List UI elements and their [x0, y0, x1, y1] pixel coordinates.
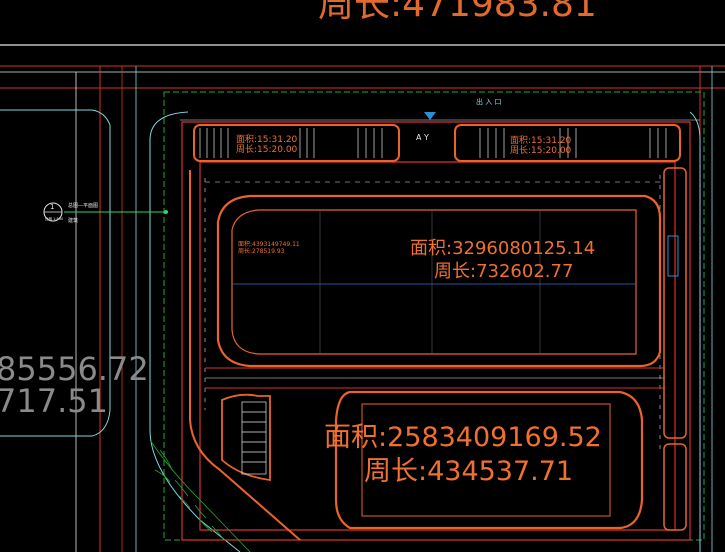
top-band: 周长:471983.81	[0, 0, 725, 46]
building-a-perimeter: 周长:732602.77	[434, 261, 573, 282]
marker-note: 建筑	[68, 217, 78, 224]
right-parking-strip[interactable]	[663, 167, 687, 531]
left-values: 85556.72 717.51	[0, 350, 149, 420]
building-b-perimeter: 周长:434537.71	[364, 456, 573, 487]
park-right-area: 面积:15:31.20	[510, 134, 572, 146]
top-perimeter-label: 周长:471983.81	[318, 0, 597, 25]
small-perimeter: 周长:278519.93	[238, 247, 285, 255]
marker-text: 总图—平面图	[68, 202, 98, 209]
building-b-area: 面积:2583409169.52	[324, 422, 602, 453]
small-area: 面积:4393149749.11	[238, 240, 300, 248]
left-value-2: 717.51	[0, 382, 108, 420]
park-left-area: 面积:15:31.20	[236, 133, 298, 145]
park-left-perimeter: 周长:15:20.00	[236, 143, 298, 155]
left-small-building[interactable]	[221, 393, 271, 482]
parking-right[interactable]: 面积:15:31.20 周长:15:20.00	[454, 124, 681, 162]
building-a[interactable]: 面积:3296080125.14 周长:732602.77 面积:4393149…	[216, 194, 662, 368]
marker-number: 1	[50, 203, 54, 211]
left-value-1: 85556.72	[0, 350, 149, 388]
parking-left[interactable]: 面积:15:31.20 周长:15:20.00	[193, 124, 400, 162]
building-a-area: 面积:3296080125.14	[410, 238, 595, 259]
entrance-label: A Y	[416, 133, 429, 142]
main-entrance[interactable]: A Y 出 入 口	[416, 97, 501, 142]
gate-note: 出 入 口	[476, 97, 501, 106]
marker-sub: 比例 1:500	[45, 216, 63, 221]
building-b[interactable]: 面积:2583409169.52 周长:434537.71	[324, 390, 644, 530]
reference-marker[interactable]: 1 总图—平面图 比例 1:500 建筑	[43, 202, 168, 224]
park-right-perimeter: 周长:15:20.00	[510, 144, 572, 156]
landscape-area	[149, 439, 251, 552]
